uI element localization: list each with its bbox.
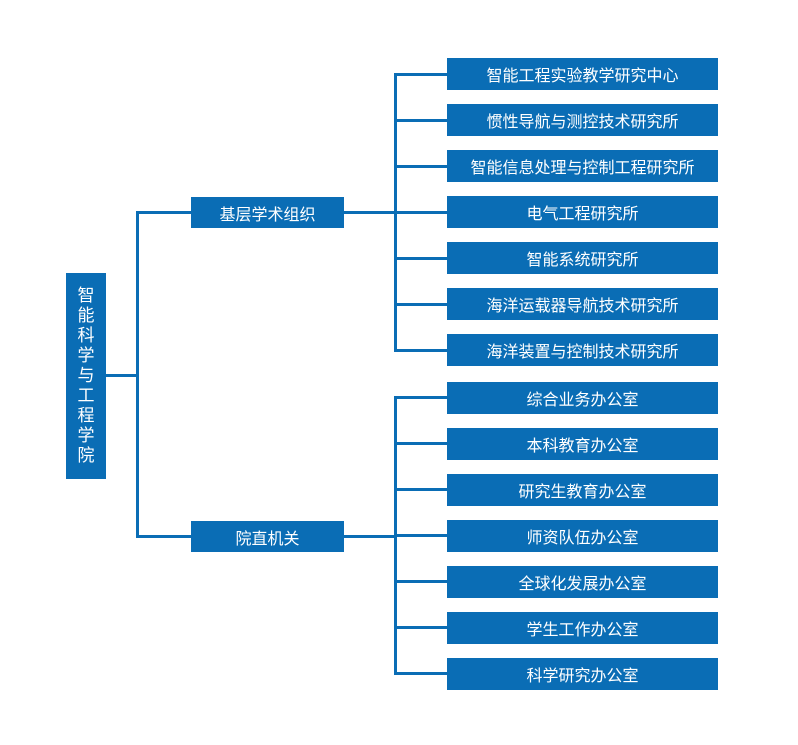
leaf-node: 海洋运载器导航技术研究所 [447,288,718,320]
root-char: 科 [77,326,95,346]
root-node: 智 能 科 学 与 工 程 学 院 [66,273,106,479]
connector-leaf [394,396,448,399]
leaf-node: 本科教育办公室 [447,428,718,460]
leaf-node: 电气工程研究所 [447,196,718,228]
connector-leaf [394,165,448,168]
connector-leaf [394,303,448,306]
root-char: 能 [77,306,95,326]
root-char: 与 [77,366,95,386]
leaf-node: 智能工程实验教学研究中心 [447,58,718,90]
root-char: 学 [77,346,95,366]
leaf-node: 研究生教育办公室 [447,474,718,506]
branch-node-academic: 基层学术组织 [191,197,344,228]
leaf-node: 学生工作办公室 [447,612,718,644]
connector-leaf [394,119,448,122]
connector-leaf [394,534,448,537]
connector-leaf [394,488,448,491]
connector-leaf [394,626,448,629]
connector-leaf [394,442,448,445]
root-char: 院 [77,446,95,466]
leaf-node: 全球化发展办公室 [447,566,718,598]
root-char: 工 [77,386,95,406]
branch-node-admin: 院直机关 [191,521,344,552]
connector-leaf [394,672,448,675]
connector-leaf [394,580,448,583]
connector-root-vertical [136,211,139,538]
connector-leaf [394,257,448,260]
connector-root-to-branch-1 [136,535,192,538]
root-char: 学 [77,426,95,446]
connector-leaf [394,73,448,76]
connector-root-to-branch-0 [136,211,192,214]
root-char: 智 [77,286,95,306]
leaf-node: 智能系统研究所 [447,242,718,274]
connector-root-horizontal [106,374,138,377]
leaf-node: 科学研究办公室 [447,658,718,690]
connector-leaf [394,211,448,214]
leaf-node: 师资队伍办公室 [447,520,718,552]
leaf-node: 惯性导航与测控技术研究所 [447,104,718,136]
connector-leaf [394,349,448,352]
connector-branch-0-horizontal [344,211,397,214]
connector-branch-1-horizontal [344,535,397,538]
leaf-node: 海洋装置与控制技术研究所 [447,334,718,366]
leaf-node: 智能信息处理与控制工程研究所 [447,150,718,182]
root-char: 程 [77,406,95,426]
leaf-node: 综合业务办公室 [447,382,718,414]
